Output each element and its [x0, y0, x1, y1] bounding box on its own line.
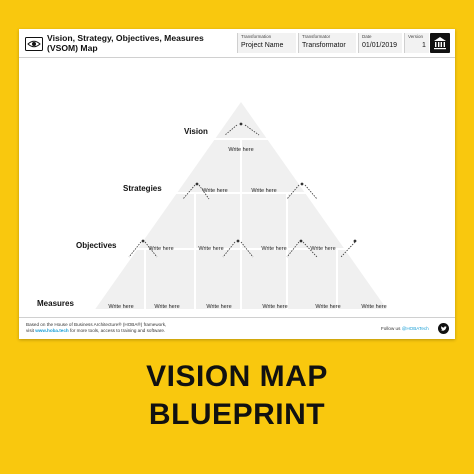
attribution-tail: for more tools, access to training and s… — [68, 328, 166, 333]
follow-prefix: Follow us — [381, 326, 402, 331]
connector-dots — [141, 122, 357, 243]
objective-cell[interactable]: Write here — [310, 246, 336, 252]
objective-cell[interactable]: Write here — [198, 246, 224, 252]
measure-cell[interactable]: Write here — [361, 304, 387, 310]
eye-icon — [25, 37, 43, 51]
vsom-pyramid: Vision Strategies Objectives Measures Wr… — [19, 57, 455, 310]
level-label-strategies: Strategies — [123, 184, 162, 193]
level-label-vision: Vision — [184, 127, 208, 136]
caption-line-2: BLUEPRINT — [148, 398, 326, 431]
field-value: Project Name — [241, 42, 284, 49]
level-label-objectives: Objectives — [76, 241, 117, 250]
twitter-handle[interactable]: @HOBATech — [401, 326, 429, 331]
objective-cell[interactable]: Write here — [261, 246, 287, 252]
hoba-logo-icon — [430, 33, 450, 53]
connector-arrows — [128, 124, 356, 258]
measure-cell[interactable]: Write here — [315, 304, 341, 310]
measure-cell[interactable]: Write here — [206, 304, 232, 310]
transformator-field[interactable]: Transformator Transformator — [298, 33, 356, 53]
field-label: Transformation — [241, 34, 272, 39]
version-field[interactable]: Version 1 — [404, 33, 429, 53]
field-label: Transformator — [302, 34, 331, 39]
attribution-text: Based on the House of Business Architect… — [26, 322, 256, 334]
visit-text: visit — [26, 328, 36, 333]
level-label-measures: Measures — [37, 299, 74, 308]
twitter-icon[interactable] — [438, 323, 449, 334]
follow-us: Follow us @HOBATech — [381, 326, 429, 331]
field-label: Date — [362, 34, 372, 39]
field-value: Transformator — [302, 42, 346, 49]
measure-cell[interactable]: Write here — [262, 304, 288, 310]
vision-cell[interactable]: Write here — [228, 147, 254, 153]
attribution-line: Based on the House of Business Architect… — [26, 322, 167, 327]
page-title: Vision, Strategy, Objectives, Measures (… — [47, 33, 204, 53]
caption-line-1: VISION MAP — [146, 360, 328, 393]
hoba-link[interactable]: www.hoba.tech — [35, 328, 69, 333]
sheet-header: Vision, Strategy, Objectives, Measures (… — [19, 29, 455, 58]
strategy-cell[interactable]: Write here — [202, 188, 228, 194]
transformation-field[interactable]: Transformation Project Name — [237, 33, 296, 53]
field-label: Version — [408, 34, 424, 39]
date-field[interactable]: Date 01/01/2019 — [358, 33, 402, 53]
field-value: 1 — [422, 42, 426, 49]
canvas-sheet: Vision, Strategy, Objectives, Measures (… — [19, 29, 455, 339]
field-value: 01/01/2019 — [362, 42, 398, 49]
measure-cell[interactable]: Write here — [154, 304, 180, 310]
strategy-cell[interactable]: Write here — [251, 188, 277, 194]
sheet-footer: Based on the House of Business Architect… — [19, 317, 455, 340]
objective-cell[interactable]: Write here — [148, 246, 174, 252]
measure-cell[interactable]: Write here — [108, 304, 134, 310]
